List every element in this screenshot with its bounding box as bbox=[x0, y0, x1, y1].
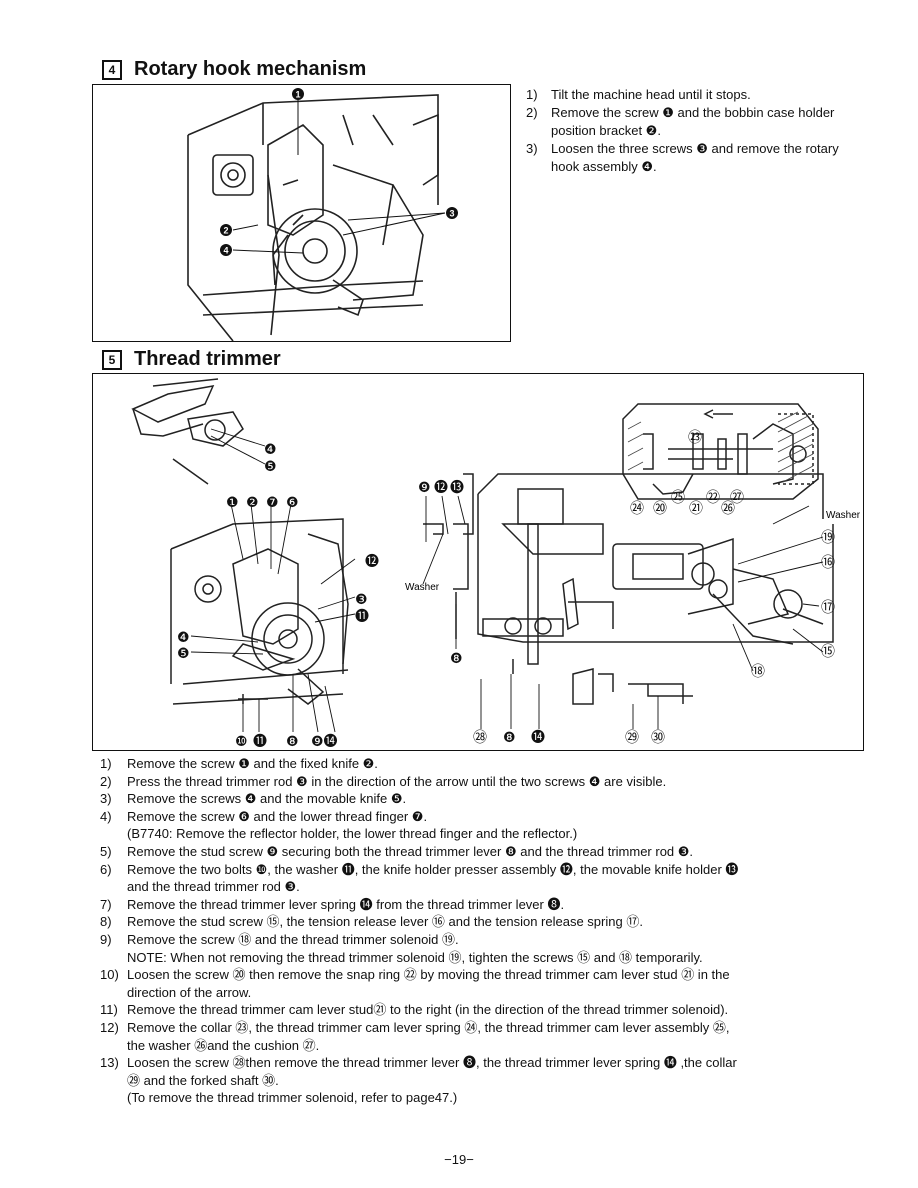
section-5-number: 5 bbox=[102, 349, 122, 370]
callout-inset-25: ㉕ bbox=[671, 490, 685, 506]
callout-right-16: ⑯ bbox=[821, 555, 835, 571]
step-note: NOTE: When not removing the thread trimm… bbox=[127, 949, 703, 965]
callout-right-19: ⑲ bbox=[821, 530, 835, 546]
callout-inset-26: ㉖ bbox=[721, 501, 735, 517]
callout-inset-23: ㉓ bbox=[688, 430, 702, 446]
callout-mid-28: ㉘ bbox=[473, 730, 487, 746]
callout-left-5: ❺ bbox=[177, 646, 190, 662]
callout-2: 2 bbox=[220, 224, 232, 236]
step-item: 2)Press the thread trimmer rod ❸ in the … bbox=[100, 773, 667, 789]
washer-label-left: Washer bbox=[405, 582, 440, 593]
step-item: 1)Remove the screw ❶ and the fixed knife… bbox=[100, 756, 378, 771]
step-item: 13)Loosen the screw ㉘then remove the thr… bbox=[100, 1055, 737, 1071]
step-item: 1)Tilt the machine head until it stops. bbox=[526, 87, 751, 102]
callout-right-18: ⑱ bbox=[751, 664, 765, 680]
callout-top-5: ❺ bbox=[264, 459, 277, 475]
callout-mid-14: ⓮ bbox=[531, 730, 545, 746]
callout-top-4: ❹ bbox=[264, 442, 277, 458]
step-item: 6)Remove the two bolts ❿, the washer ⓫, … bbox=[100, 861, 739, 877]
washer-label-right: Washer bbox=[826, 510, 861, 521]
svg-text:2: 2 bbox=[223, 226, 228, 236]
page-number: −19− bbox=[444, 1152, 474, 1167]
step-item: 2)Remove the screw ❶ and the bobbin case… bbox=[526, 105, 835, 138]
thread-trimmer-figure: Washer Washer ❹ ❺ ❶ ❷ ❼ ❻ ⓬ ❸ ⓫ ❹ ❺ ❿ ⓫ … bbox=[92, 373, 864, 751]
callout-mid-8: ❽ bbox=[450, 651, 463, 667]
callout-mid-13: ⓭ bbox=[450, 480, 464, 496]
step-item: 3)Loosen the three screws ❸ and remove t… bbox=[526, 141, 839, 174]
step-item: 5)Remove the stud screw ❾ securing both … bbox=[100, 843, 694, 859]
callout-3: 3 bbox=[446, 207, 458, 219]
callout-inset-27: ㉗ bbox=[730, 490, 744, 506]
step-item: 3)Remove the screws ❹ and the movable kn… bbox=[100, 791, 407, 807]
section-4-steps: 1)Tilt the machine head until it stops. … bbox=[526, 86, 856, 176]
step-item: 11)Remove the thread trimmer cam lever s… bbox=[100, 1002, 729, 1018]
thread-trimmer-illustration: Washer Washer ❹ ❺ ❶ ❷ ❼ ❻ ⓬ ❸ ⓫ ❹ ❺ ❿ ⓫ … bbox=[131, 378, 861, 750]
callout-row-2: ❷ bbox=[246, 495, 259, 511]
callout-mid-30: ㉚ bbox=[651, 730, 665, 746]
step-item: 9)Remove the screw ⑱ and the thread trim… bbox=[100, 931, 459, 947]
step-item: the washer ㉖and the cushion ㉗. bbox=[127, 1037, 320, 1053]
callout-bottom-10: ❿ bbox=[235, 734, 248, 750]
step-item: 12)Remove the collar ㉓, the thread trimm… bbox=[100, 1019, 730, 1035]
rotary-hook-illustration: 1 2 4 3 bbox=[187, 88, 458, 341]
step-item: 8)Remove the stud screw ⑮, the tension r… bbox=[100, 914, 643, 930]
section-5-steps: 1)Remove the screw ❶ and the fixed knife… bbox=[100, 755, 860, 1107]
callout-inset-22: ㉒ bbox=[706, 490, 720, 506]
callout-bottom-9-14: ❾⓮ bbox=[311, 734, 338, 750]
section-5-heading: 5 Thread trimmer bbox=[102, 348, 281, 371]
callout-row-7: ❼ bbox=[266, 495, 279, 511]
callout-left-12: ⓫ bbox=[355, 609, 369, 625]
svg-text:3: 3 bbox=[449, 209, 454, 219]
callout-left-3: ❸ bbox=[355, 592, 368, 608]
callout-inset-24: ㉔ bbox=[630, 501, 644, 517]
step-item: 4)Remove the screw ❻ and the lower threa… bbox=[100, 808, 428, 824]
section-4-number: 4 bbox=[102, 59, 122, 80]
callout-4: 4 bbox=[220, 244, 232, 256]
step-item: (To remove the thread trimmer solenoid, … bbox=[127, 1090, 458, 1106]
callout-right-17: ⑰ bbox=[821, 600, 835, 616]
step-item: ㉙ and the forked shaft ㉚. bbox=[127, 1072, 279, 1088]
callout-bottom-11: ⓫ bbox=[253, 734, 267, 750]
callout-mid-12: ⓬ bbox=[434, 480, 448, 496]
step-item: 10)Loosen the screw ⑳ then remove the sn… bbox=[100, 967, 730, 983]
callout-inset-21: ㉑ bbox=[689, 501, 703, 517]
callout-mid-9: ❾ bbox=[418, 480, 431, 496]
section-4-heading: 4 Rotary hook mechanism bbox=[102, 58, 366, 81]
callout-left-19: ⓬ bbox=[365, 554, 379, 570]
section-5-title: Thread trimmer bbox=[134, 348, 281, 370]
callout-bottom-8: ❽ bbox=[286, 734, 299, 750]
svg-text:4: 4 bbox=[223, 246, 228, 256]
callout-row-6: ❻ bbox=[286, 495, 299, 511]
step-item: and the thread trimmer rod ❸. bbox=[127, 879, 300, 895]
callout-mid-8b: ❽ bbox=[503, 730, 516, 746]
callout-inset-20: ⑳ bbox=[653, 501, 667, 517]
callout-left-4: ❹ bbox=[177, 630, 190, 646]
step-item: direction of the arrow. bbox=[127, 984, 252, 1000]
svg-text:1: 1 bbox=[295, 90, 300, 100]
callout-row-1: ❶ bbox=[226, 495, 239, 511]
callout-1: 1 bbox=[292, 88, 304, 100]
step-item: (B7740: Remove the reflector holder, the… bbox=[127, 826, 578, 842]
callout-mid-29: ㉙ bbox=[625, 730, 639, 746]
rotary-hook-figure: 1 2 4 3 bbox=[92, 84, 511, 342]
step-item: 7)Remove the thread trimmer lever spring… bbox=[100, 896, 565, 912]
callout-right-15: ⑮ bbox=[821, 644, 835, 660]
section-4-title: Rotary hook mechanism bbox=[134, 58, 367, 80]
